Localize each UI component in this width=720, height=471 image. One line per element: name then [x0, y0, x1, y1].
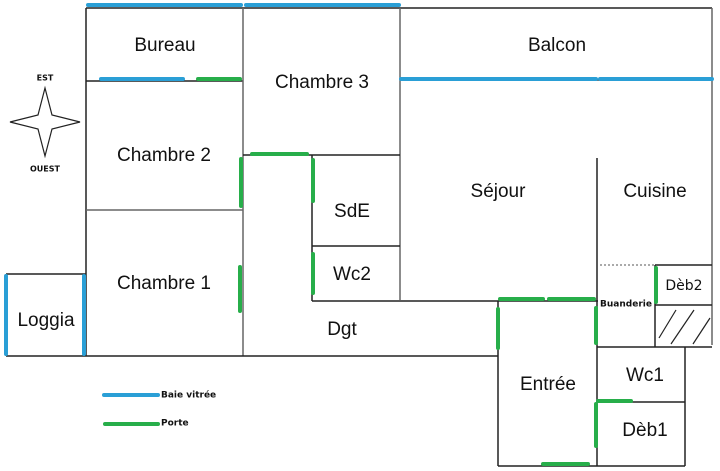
room-sejour: Séjour: [471, 181, 527, 202]
room-chambre1: Chambre 1: [117, 273, 211, 294]
legend: Baie vitrée Porte: [102, 390, 216, 429]
room-entree: Entrée: [520, 374, 576, 395]
room-chambre3: Chambre 3: [275, 72, 369, 93]
shaft-hatching: [658, 309, 711, 345]
legend-glass-label: Baie vitrée: [161, 390, 216, 401]
room-sde: SdE: [334, 201, 370, 222]
room-wc1: Wc1: [626, 365, 664, 386]
legend-door-label: Porte: [161, 419, 189, 429]
room-deb1: Dèb1: [622, 420, 667, 441]
room-labels: Bureau Chambre 3 Balcon Chambre 2 Chambr…: [17, 35, 702, 441]
room-deb2: Dèb2: [665, 278, 702, 294]
room-dgt: Dgt: [327, 319, 357, 340]
compass: EST OUEST: [9, 74, 81, 174]
room-balcon: Balcon: [528, 35, 586, 56]
doors: [196, 77, 658, 466]
room-loggia: Loggia: [17, 310, 74, 331]
room-chambre2: Chambre 2: [117, 145, 211, 166]
room-buanderie: Buanderie: [600, 300, 652, 310]
compass-ouest-label: OUEST: [30, 165, 61, 174]
room-wc2: Wc2: [333, 264, 371, 285]
room-bureau: Bureau: [134, 35, 195, 56]
room-cuisine: Cuisine: [623, 181, 686, 202]
compass-est-label: EST: [37, 74, 54, 83]
compass-star-icon: [9, 85, 81, 159]
glass-windows: [4, 3, 714, 356]
